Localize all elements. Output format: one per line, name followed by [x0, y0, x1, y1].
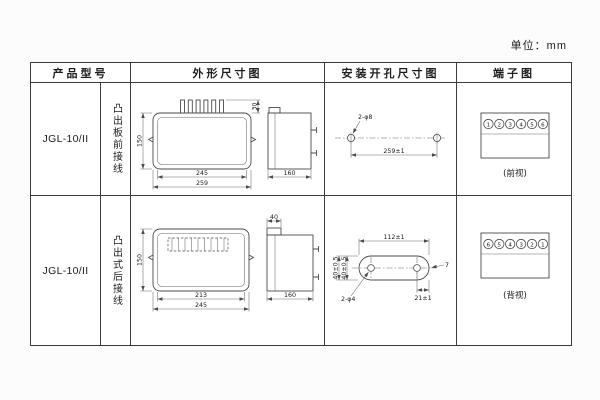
terminal-3: 4 — [508, 242, 512, 248]
dim-width-outer: 259 — [196, 180, 208, 187]
outline-drawing-rear-wiring: 150 213 245 40 160 — [137, 214, 319, 311]
install-drawing-cell-row1: 2-φ8 259±1 — [325, 83, 457, 196]
model-name-row1: JGL-10/II — [31, 83, 101, 196]
dim-hole-offset: 21±1 — [414, 295, 431, 302]
dim-depth: 160 — [284, 292, 296, 299]
header-outline-drawing: 外形尺寸图 — [131, 63, 325, 83]
spec-table: 产品型号 外形尺寸图 安装开孔尺寸图 端子图 JGL-10/II 凸出板前接线 — [30, 62, 572, 346]
dim-width-outer: 245 — [195, 302, 207, 309]
install-drawing-cell-row2: 112±1 40±0.5 40±0.5 21±1 2-φ4 7 — [325, 196, 457, 345]
relay-front-view — [147, 228, 255, 291]
view-label-front: (前视) — [503, 168, 527, 179]
hole-callout: 2-φ8 — [352, 114, 372, 134]
terminal-3: 3 — [508, 122, 512, 128]
dim-width-inner: 245 — [196, 170, 208, 177]
terminal-numbers: 6 5 4 3 2 1 — [482, 238, 548, 249]
dim-pin-height: 30 — [252, 102, 259, 110]
cutout-slot — [352, 255, 436, 280]
terminal-4: 3 — [519, 242, 523, 248]
relay-side-view — [266, 227, 319, 291]
outline-drawing-cell-row1: 150 245 259 30 160 — [131, 83, 325, 196]
terminal-strip-hidden — [167, 237, 229, 251]
hole-label: 2-φ4 — [341, 296, 355, 303]
wiring-type-label-row1: 凸出板前接线 — [110, 103, 122, 175]
view-label-rear: (背视) — [503, 290, 527, 301]
wiring-type-label-row2: 凸出式后接线 — [110, 234, 122, 307]
dim-cutout-height2: 40±0.5 — [341, 256, 348, 279]
wiring-type-cell-row2: 凸出式后接线 — [101, 196, 131, 345]
dim-height: 150 — [137, 135, 144, 147]
mounting-holes — [346, 132, 442, 144]
outline-drawing-cell-row2: 150 213 245 40 160 — [131, 196, 325, 345]
dim-height: 150 — [137, 253, 144, 265]
terminal-4: 4 — [519, 122, 523, 128]
install-drawing-rear-wiring: 112±1 40±0.5 40±0.5 21±1 2-φ4 7 — [333, 234, 450, 303]
dim-width-inner: 213 — [195, 292, 207, 299]
terminal-5: 5 — [530, 122, 534, 128]
dimension-lines: 150 245 259 30 160 — [137, 99, 312, 190]
terminal-6: 6 — [541, 122, 545, 128]
terminal-block-outline — [480, 232, 549, 278]
terminal-2: 5 — [497, 242, 501, 248]
dim-radius: 7 — [445, 262, 449, 269]
relay-side-view — [267, 107, 317, 170]
dimension-lines: 150 213 245 40 160 — [137, 214, 314, 311]
terminal-drawing-cell-row1: 1 2 3 4 5 6 (前视) — [457, 83, 571, 196]
terminal-1: 1 — [486, 122, 490, 128]
terminal-numbers: 1 2 3 4 5 6 — [482, 118, 548, 130]
terminal-5: 2 — [530, 242, 534, 248]
hole-span-dimension: 259±1 — [350, 142, 438, 158]
outline-drawing-front-wiring: 150 245 259 30 160 — [137, 99, 317, 190]
dim-depth: 160 — [283, 170, 295, 177]
hole-label: 2-φ8 — [358, 114, 372, 121]
model-name-row2: JGL-10/II — [31, 196, 101, 345]
dim-notch: 40 — [270, 214, 278, 221]
terminal-diagram-front-view: 1 2 3 4 5 6 (前视) — [480, 112, 549, 179]
header-terminal-drawing: 端子图 — [457, 63, 571, 83]
dimension-lines: 112±1 40±0.5 40±0.5 21±1 2-φ4 7 — [333, 234, 450, 303]
dim-cutout-width: 112±1 — [383, 234, 404, 241]
terminal-2: 2 — [497, 122, 501, 128]
install-drawing-front-wiring: 2-φ8 259±1 — [335, 114, 446, 158]
dim-hole-span: 259±1 — [383, 148, 404, 155]
terminal-1: 6 — [486, 242, 490, 248]
unit-label: 单位：mm — [510, 40, 567, 52]
dim-cutout-height1: 40±0.5 — [333, 256, 340, 279]
wiring-type-cell-row1: 凸出板前接线 — [101, 83, 131, 196]
terminal-pins — [180, 99, 224, 114]
terminal-block-outline — [480, 112, 549, 159]
relay-front-view — [147, 112, 257, 170]
terminal-drawing-cell-row2: 6 5 4 3 2 1 (背视) — [457, 196, 571, 345]
terminal-6: 1 — [541, 242, 545, 248]
header-product-model: 产品型号 — [31, 63, 131, 83]
terminal-diagram-rear-view: 6 5 4 3 2 1 (背视) — [480, 232, 549, 301]
header-install-drawing: 安装开孔尺寸图 — [325, 63, 457, 83]
